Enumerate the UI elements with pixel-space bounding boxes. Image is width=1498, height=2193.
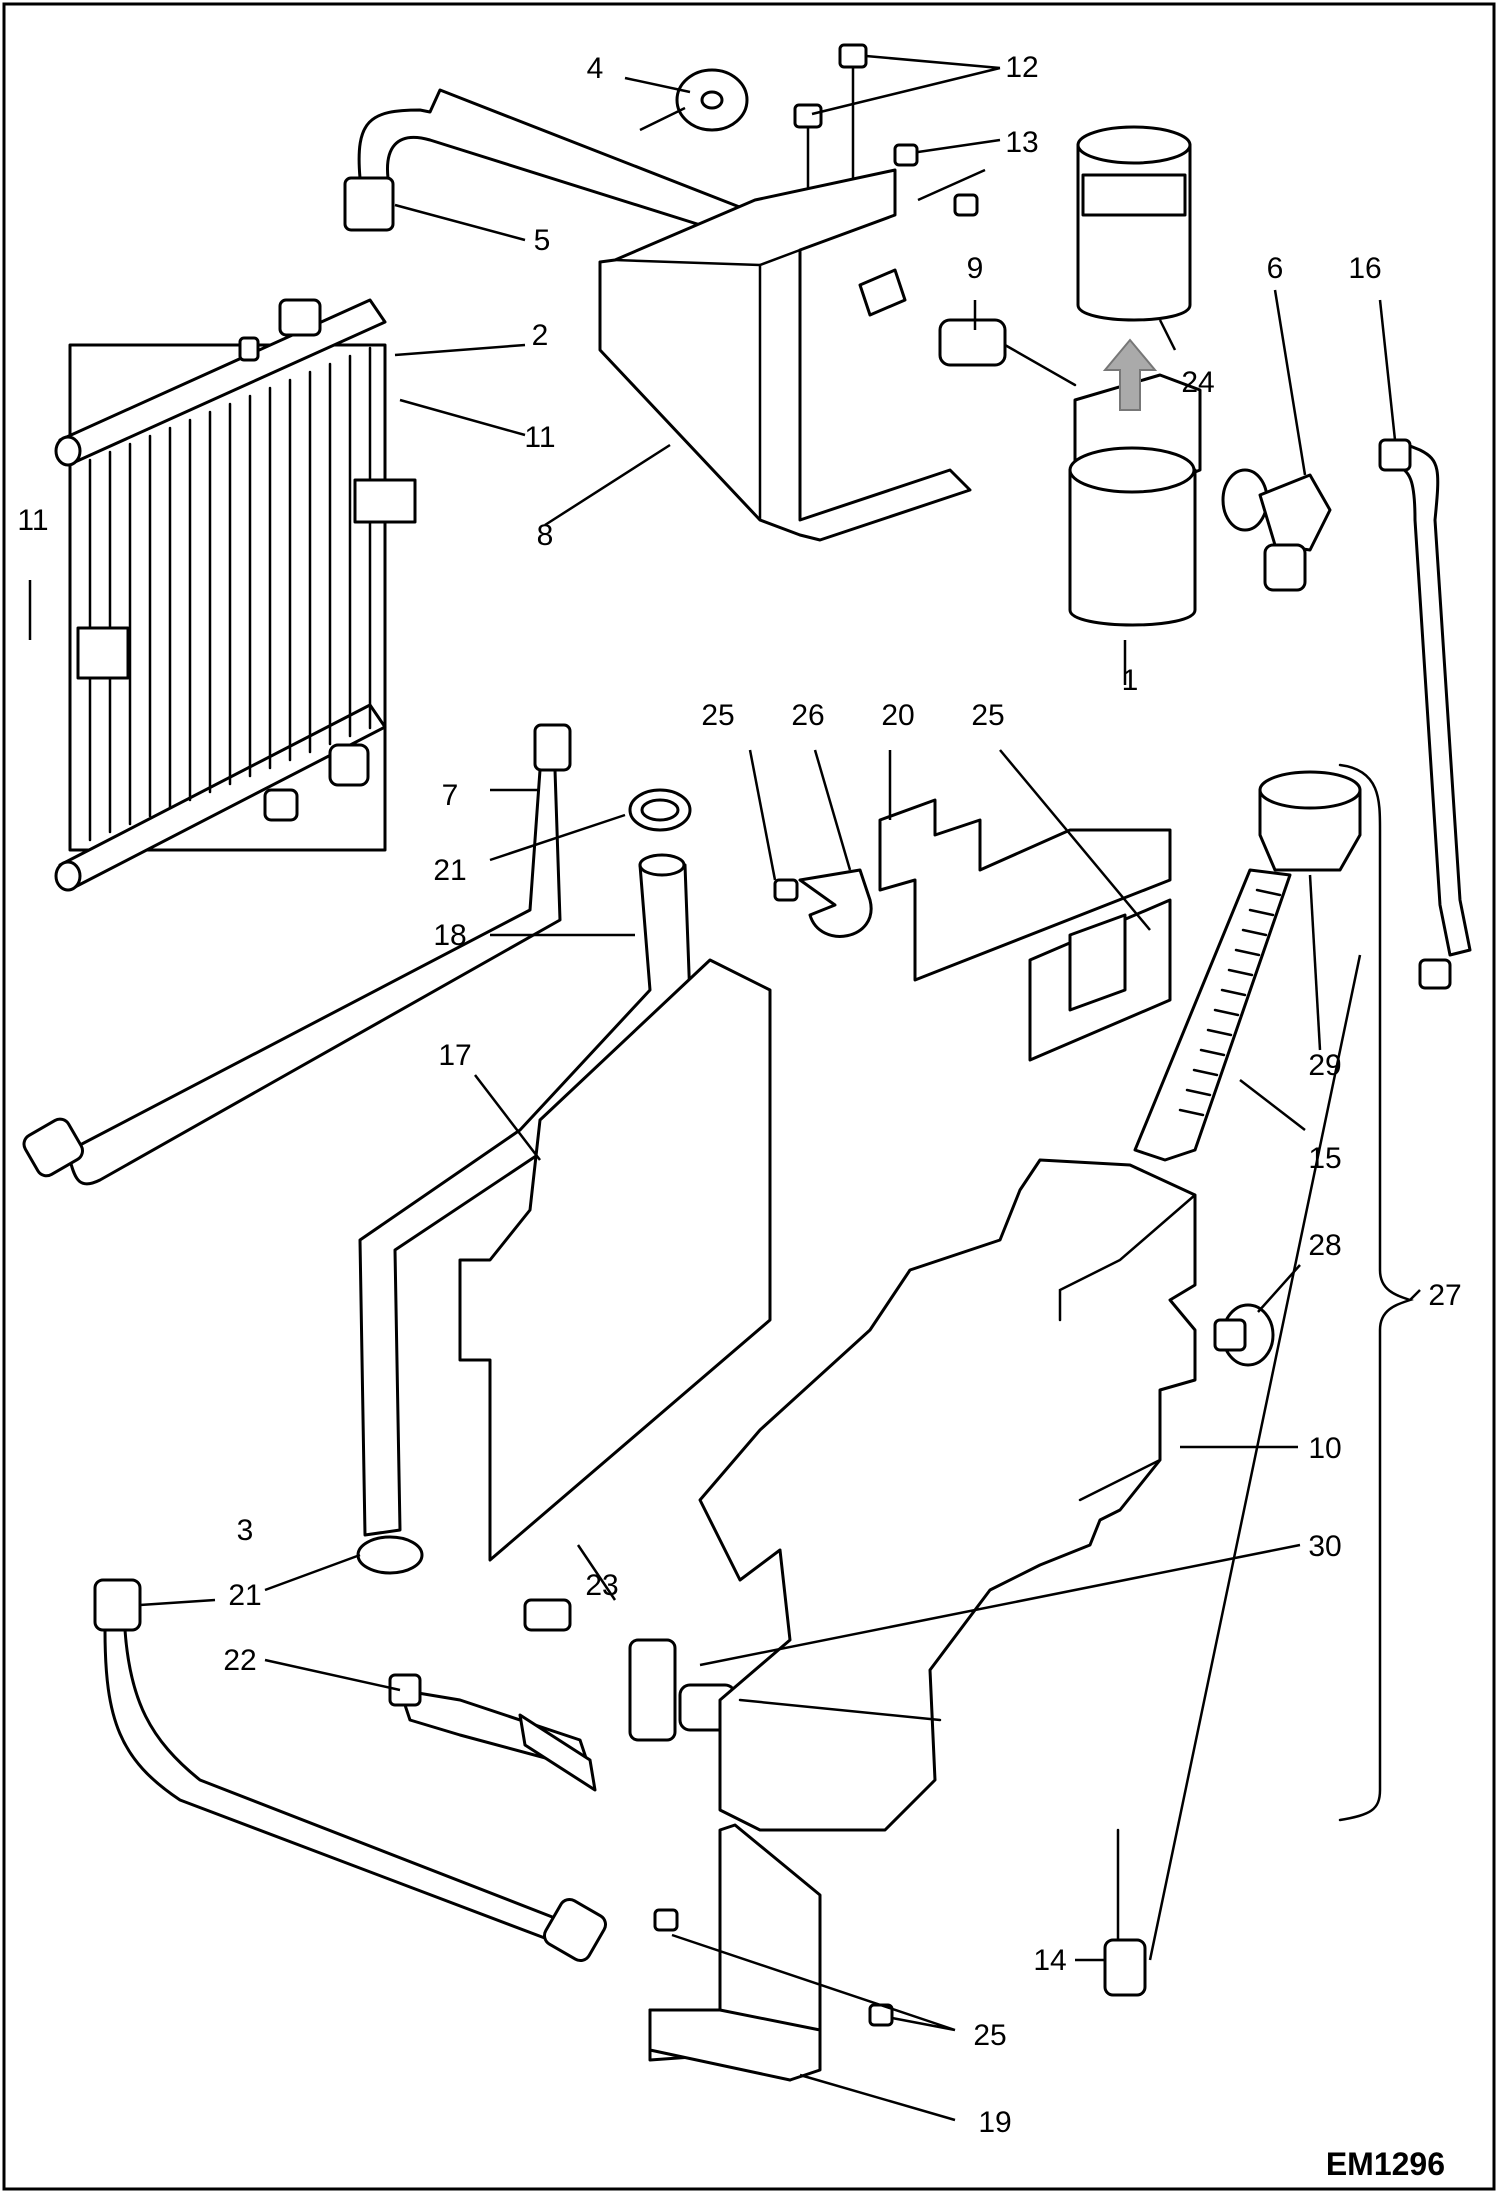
callout-4: 4 [587,52,604,85]
hose-17-18 [358,853,692,1537]
callout-22: 22 [223,1644,256,1677]
callout-21-upper: 21 [433,854,466,887]
callout-20: 20 [881,699,914,732]
callout-11-left: 11 [17,504,48,537]
callout-28: 28 [1308,1229,1341,1262]
bolts-12-13 [793,43,979,217]
callout-3: 3 [237,1514,254,1547]
callout-24: 24 [1181,366,1214,399]
drawing-reference: EM1296 [1326,2146,1445,2182]
elbow-fitting-6 [1221,468,1332,592]
hose-16 [1378,438,1472,990]
oil-cooler [54,298,417,892]
callout-12: 12 [1005,51,1038,84]
breather-28 [1213,1303,1275,1367]
callout-15: 15 [1308,1142,1341,1175]
bracket-19 [648,1823,894,2082]
callout-27: 27 [1428,1279,1461,1312]
callout-25-left: 25 [701,699,734,732]
hose-clamp-21-upper [628,788,692,832]
sensor-23-harness-22 [388,1598,597,1792]
callout-labels: 1 2 3 4 5 6 7 8 9 10 11 11 12 13 14 15 1… [17,51,1461,2139]
callout-18: 18 [433,919,466,952]
hydraulic-line-3 [93,1578,607,1962]
callout-9: 9 [967,252,984,285]
callout-6: 6 [1267,252,1284,285]
hydraulic-tank-10 [698,1158,1197,1832]
bracket-20 [878,798,1172,1062]
washer-4 [675,68,749,132]
clip-26 [773,868,873,938]
callout-8: 8 [537,519,554,552]
callout-14: 14 [1033,1944,1066,1977]
callout-10: 10 [1308,1432,1341,1465]
callout-16: 16 [1348,252,1381,285]
leader-lines [28,54,1421,2122]
filter-assembly-1 [1068,338,1202,627]
filter-element-24 [1076,125,1192,322]
hydraulic-fitting-5 [343,88,762,242]
callout-23: 23 [585,1569,618,1602]
callout-29: 29 [1308,1049,1341,1082]
hose-clamp-21-lower [356,1535,424,1575]
callout-1: 1 [1122,664,1139,697]
callout-30: 30 [1308,1530,1341,1563]
callout-7: 7 [442,779,459,812]
brace-27 [1338,763,1414,1822]
filler-neck-15 [1133,868,1292,1162]
callout-25-lower: 25 [973,2019,1006,2052]
callout-26: 26 [791,699,824,732]
callout-5: 5 [534,224,551,257]
callout-17: 17 [438,1039,471,1072]
filler-cap-29 [1258,770,1362,872]
callout-21-lower: 21 [228,1579,261,1612]
callout-25-right: 25 [971,699,1004,732]
callout-13: 13 [1005,126,1038,159]
cover-panel [458,958,772,1562]
callout-11-right: 11 [524,421,555,454]
mounting-bracket-8 [598,168,972,542]
sender-switch-9 [858,268,1077,387]
fitting-14 [1103,1828,1147,1997]
hydraulic-line-7 [22,723,572,1186]
callout-19: 19 [978,2106,1011,2139]
callout-2: 2 [532,319,549,352]
